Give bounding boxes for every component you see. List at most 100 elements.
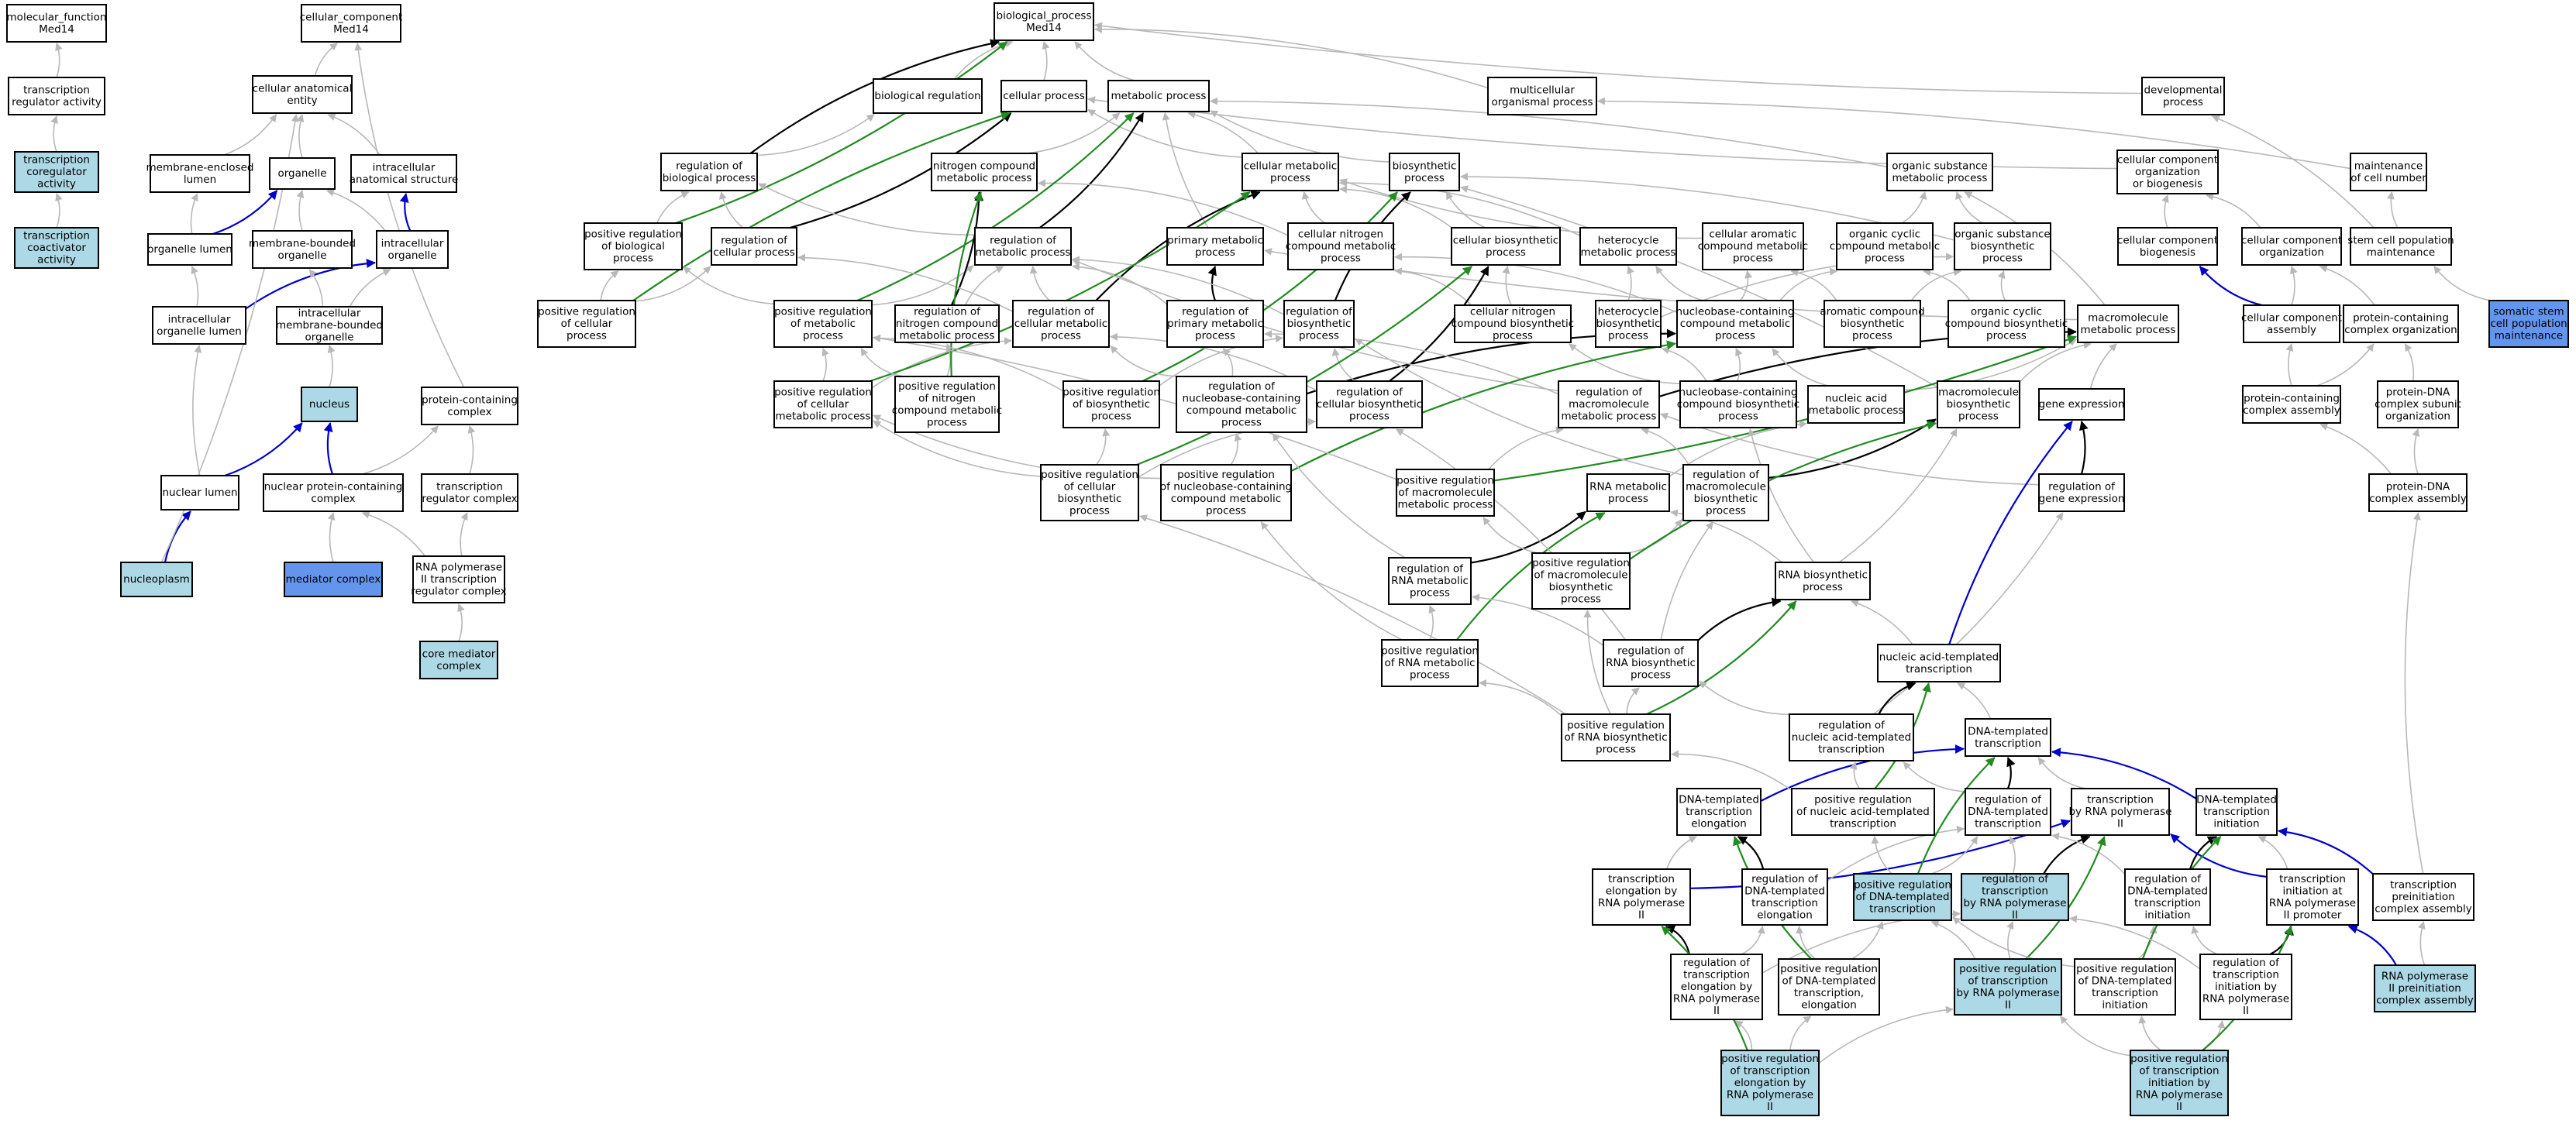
- term-node-npl[interactable]: nucleoplasm: [120, 562, 193, 597]
- term-node-ge[interactable]: gene expression: [2038, 388, 2125, 421]
- term-node-ol[interactable]: organelle lumen: [147, 233, 232, 266]
- term-node-rmbsp[interactable]: regulation ofmacromoleculebiosyntheticpr…: [1682, 464, 1769, 521]
- term-node-org[interactable]: organelle: [269, 157, 336, 190]
- term-node-rnbcmp[interactable]: regulation ofnucleobase-containingcompou…: [1176, 376, 1307, 433]
- term-node-rdtte[interactable]: regulation ofDNA-templatedtranscriptione…: [1741, 868, 1828, 926]
- term-node-nl[interactable]: nuclear lumen: [160, 475, 239, 510]
- term-node-nuc[interactable]: nucleus: [301, 387, 358, 422]
- term-node-rdtti[interactable]: regulation ofDNA-templatedtranscriptioni…: [2124, 868, 2211, 926]
- term-node-cp[interactable]: cellular process: [1000, 80, 1087, 112]
- term-node-mp[interactable]: metabolic process: [1107, 80, 1210, 112]
